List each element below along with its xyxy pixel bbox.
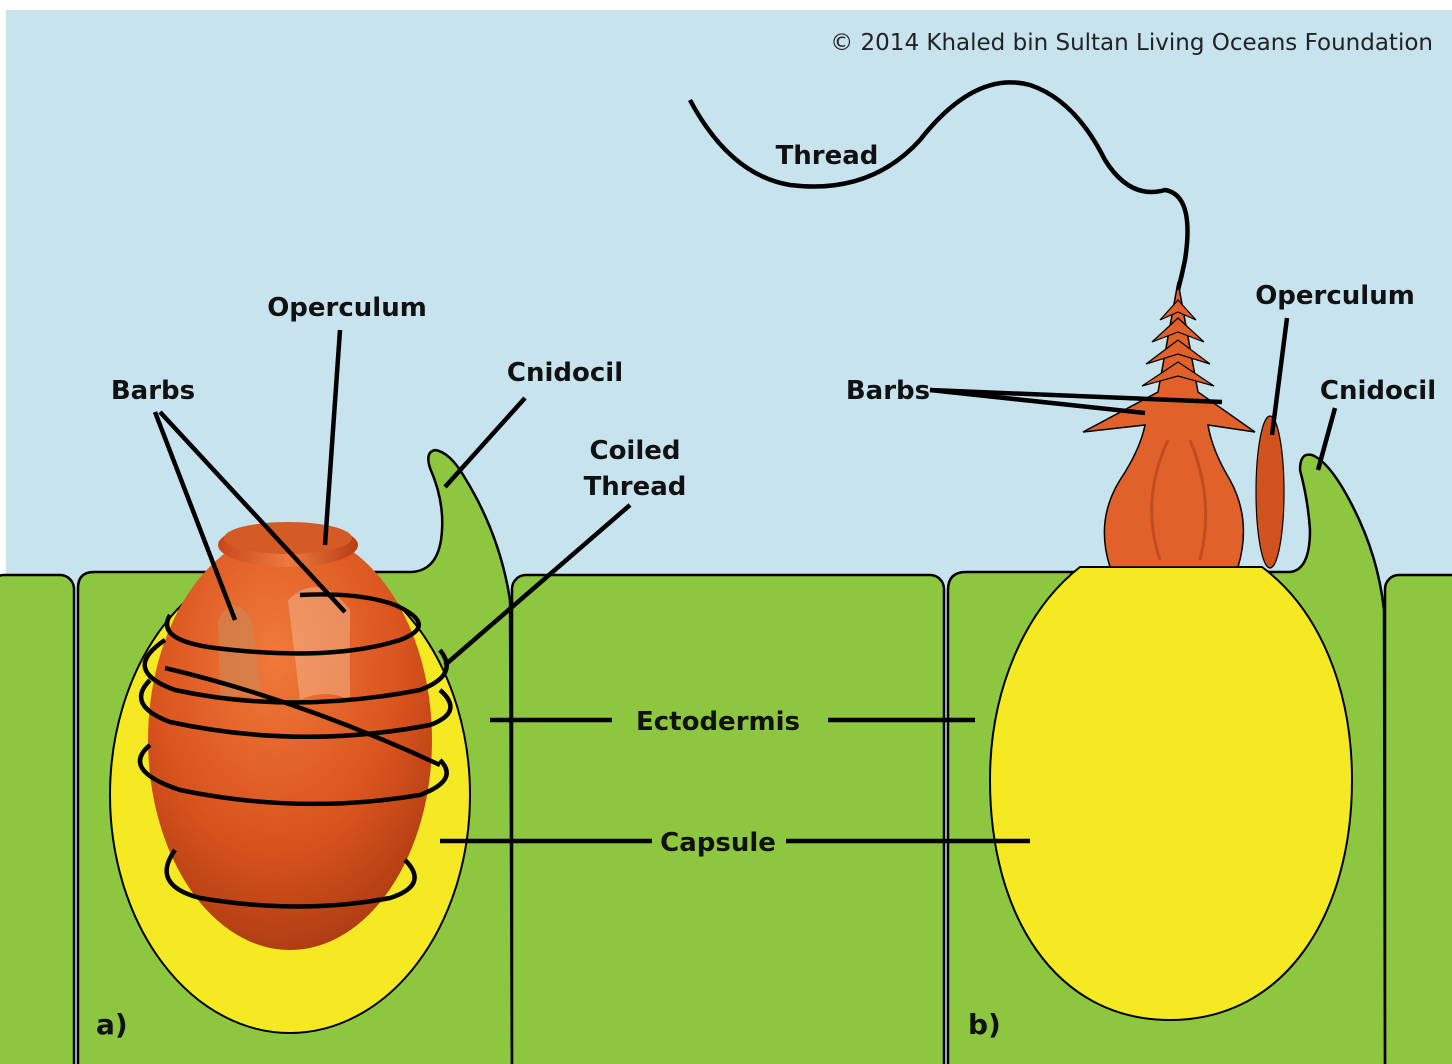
cell-center <box>512 575 944 1064</box>
label-coiled-a-line1: Coiled <box>589 436 680 466</box>
operculum-b <box>1256 416 1284 568</box>
label-barbs-a: Barbs <box>111 376 195 406</box>
label-operculum-b: Operculum <box>1255 281 1415 311</box>
panel-b-tag: b) <box>968 1008 1001 1041</box>
label-cnidocil-a: Cnidocil <box>507 358 623 388</box>
capsule-b <box>990 567 1352 1020</box>
label-operculum-a: Operculum <box>267 293 427 323</box>
cell-far-right <box>1385 575 1452 1064</box>
label-capsule: Capsule <box>660 828 776 858</box>
label-barbs-b: Barbs <box>846 376 930 406</box>
label-ectodermis: Ectodermis <box>636 707 800 737</box>
label-thread-b: Thread <box>776 141 879 171</box>
nematocyst-body <box>148 530 432 950</box>
label-coiled-a-line2: Thread <box>584 472 687 502</box>
label-cnidocil-b: Cnidocil <box>1320 376 1436 406</box>
panel-a-tag: a) <box>96 1008 128 1041</box>
copyright-text: © 2014 Khaled bin Sultan Living Oceans F… <box>830 30 1433 56</box>
cell-far-left <box>0 575 74 1064</box>
